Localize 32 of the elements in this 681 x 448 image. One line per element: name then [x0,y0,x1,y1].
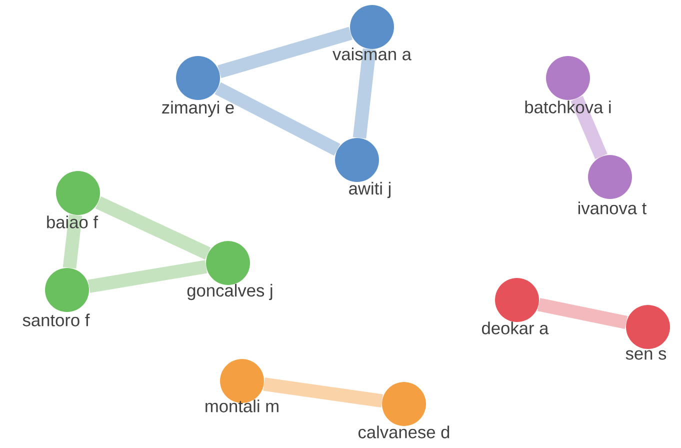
node-circle [350,4,394,49]
link-line [95,196,211,260]
link-line [214,82,340,156]
node-circle [206,240,250,285]
node-circle [45,268,89,312]
node-circle [546,56,590,100]
author-label: zimanyi e [162,100,234,118]
author-label: santoro f [22,314,90,326]
link-line [570,96,608,160]
author-label: sen s [626,350,666,360]
author-label: goncalves j [187,284,272,300]
link-line [263,378,383,408]
author-label: baiao f [47,216,98,228]
author-label: deokar a [482,322,549,334]
author-label: vaisman a [332,48,412,60]
node-circle [176,56,220,100]
author-label: calvanese d [358,426,450,438]
node-circle [495,278,539,322]
link-line [352,48,376,139]
author-label: ivanova t [578,202,647,214]
link-line [218,26,352,78]
link-line [62,214,82,269]
author-label: batchkova i [525,100,611,114]
node-circle [56,170,100,215]
link-line [88,260,208,293]
node-circle [382,382,426,426]
node-circle [588,154,632,199]
link-line [537,298,628,330]
node-circle [335,138,379,182]
author-label: montali m [206,400,278,412]
node-circle [626,304,670,349]
author-label: awiti j [349,182,390,198]
